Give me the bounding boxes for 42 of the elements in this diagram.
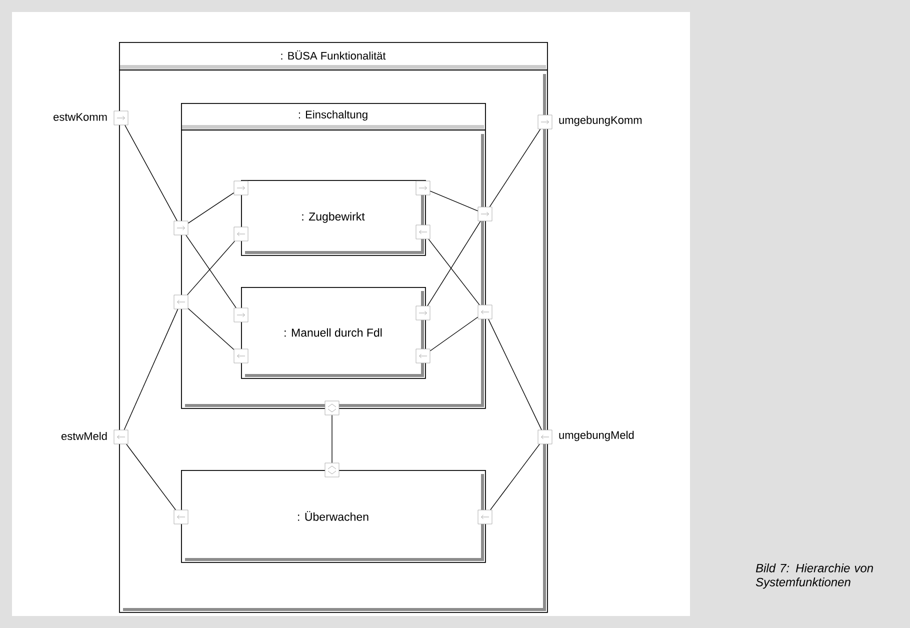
port-square (416, 180, 430, 196)
port-label: estwKomm (54, 113, 107, 121)
port-square (538, 114, 552, 130)
connector-line (428, 238, 480, 306)
figure-caption: Bild 7: Hierarchie von Systemfunktionen (756, 564, 874, 589)
port-square (416, 224, 430, 240)
port-square (234, 308, 248, 322)
connector-line (124, 124, 178, 222)
port-square (114, 110, 128, 126)
connector-line (188, 192, 234, 224)
port-square (538, 430, 552, 444)
port-square (478, 206, 492, 222)
port-label: umgebungMeld (559, 430, 634, 442)
connector-line (186, 234, 236, 308)
connector-line (430, 190, 478, 212)
port-square (416, 306, 430, 320)
connector-line (490, 444, 540, 510)
connector-line (489, 128, 541, 208)
port-square (174, 220, 188, 236)
port-square (324, 462, 340, 478)
port-square (234, 180, 248, 196)
component-box: : Manuell durch Fdl (241, 287, 426, 379)
connector-line (488, 318, 542, 430)
connector-line (430, 316, 478, 352)
component-box: : Überwachen (181, 470, 486, 563)
port-label: estwMeld (61, 432, 107, 440)
port-square (234, 226, 248, 242)
port-square (174, 510, 188, 524)
port-square (478, 510, 492, 524)
connector-line (427, 220, 481, 306)
connector-line (188, 308, 234, 350)
connector-line (126, 444, 176, 510)
connector-line (124, 308, 178, 430)
port-square (174, 294, 188, 310)
port-square (114, 430, 128, 444)
port-square (416, 348, 430, 364)
port-label: umgebungKomm (559, 116, 642, 126)
component-box: : Zugbewirkt (241, 180, 426, 256)
port-square (478, 304, 492, 320)
port-square (234, 348, 248, 364)
port-square (324, 400, 340, 416)
connector-line (187, 240, 235, 296)
